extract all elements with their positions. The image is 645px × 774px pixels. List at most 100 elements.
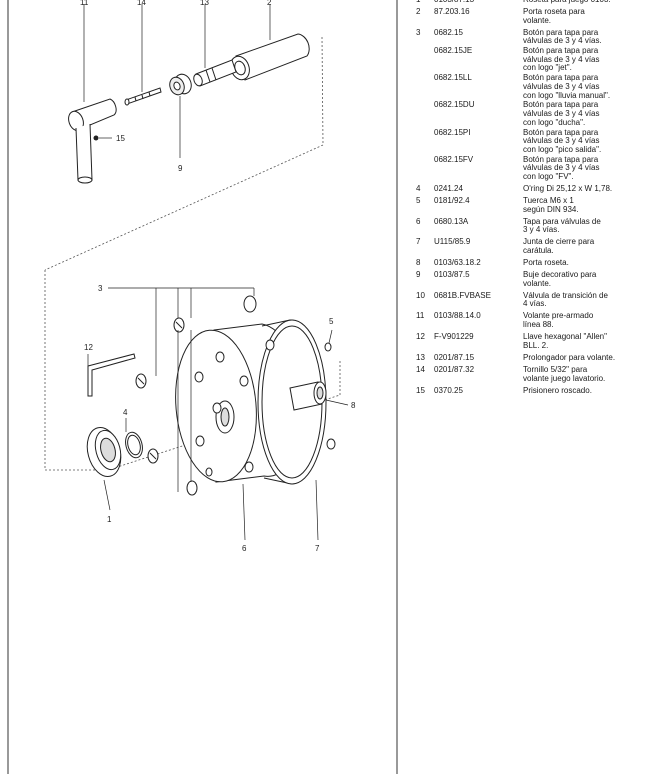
allen-key [87, 353, 136, 397]
roseta-ring [86, 426, 122, 478]
callout-9: 9 [178, 164, 183, 173]
part-item-number: 8 [416, 258, 421, 268]
part-description: Prolongador para volante. [523, 352, 616, 362]
callout-15: 15 [116, 134, 125, 143]
parts-row: 0682.15FV Botón para tapa para válvulas d… [416, 154, 642, 182]
part-item-number: 5 [416, 195, 421, 205]
part-description: Prisionero roscado. [523, 385, 592, 395]
part-description: Tapa para válvulas de 3 y 4 vías. [523, 216, 601, 235]
part-description: Botón para tapa para válvulas de 3 y 4 v… [523, 127, 602, 154]
tornillo-screw [124, 87, 162, 106]
part-description: Buje decorativo para volante. [523, 270, 597, 288]
parts-row: 0682.15DU Botón para tapa para válvulas d… [416, 101, 642, 127]
parts-row: 12 F-V901229 Llave hexagonal "Allen" BLL. … [416, 332, 642, 350]
part-code: 0103/87.13 [434, 0, 523, 5]
part-description: Porta roseta para volante. [523, 7, 585, 25]
part-description: Junta de cierre para carátula. [523, 237, 595, 255]
part-item-number: 2 [416, 7, 421, 17]
parts-row: 6 0680.13A Tapa para válvulas de 3 y 4 vía… [416, 216, 642, 235]
parts-row: 0682.15PI Botón para tapa para válvulas d… [416, 127, 642, 155]
part-code: 0682.15 [434, 27, 463, 37]
parts-row: 13 0201/87.15 Prolongador para volante. [416, 352, 642, 363]
part-item-number: 4 [416, 183, 421, 193]
parts-row: 7 U115/85.9 Junta de cierre para carátula. [416, 237, 642, 255]
callout-14: 14 [137, 0, 146, 7]
parts-row: 0682.15LL Botón para tapa para válvulas d… [416, 74, 642, 100]
part-item-number: 6 [416, 216, 421, 226]
parts-row: 14 0201/87.32 Tornillo 5/32" para volante … [416, 364, 642, 383]
tuerca-nut [324, 342, 332, 352]
part-item-number [416, 47, 434, 73]
part-code: 0103/87.5 [434, 270, 470, 280]
callout-13: 13 [200, 0, 209, 7]
part-code: 0201/87.15 [434, 352, 475, 362]
part-item-number: 14 [416, 364, 425, 374]
part-description: Tornillo 5/32" para volante juego lavato… [523, 364, 606, 383]
part-item-number: 15 [416, 385, 425, 395]
upper-leader-lines [83, 4, 271, 158]
part-description: Botón para tapa para válvulas de 3 y 4 v… [523, 100, 600, 127]
part-description: Botón para tapa para válvulas de 3 y 4 v… [523, 27, 602, 46]
volante-handle [68, 98, 117, 184]
part-code: 0680.13A [434, 216, 469, 226]
part-code: 0103/63.18.2 [434, 258, 481, 268]
part-description: Botón para tapa para válvulas de 3 y 4 v… [523, 73, 611, 100]
part-code: 0682.15FV [434, 154, 474, 164]
callout-5: 5 [329, 317, 334, 326]
callout-1: 1 [107, 515, 112, 524]
callout-4: 4 [123, 408, 128, 417]
part-item-number: 9 [416, 270, 421, 280]
part-code: 0370.25 [434, 385, 463, 395]
part-code: F-V901229 [434, 332, 474, 342]
parts-row: 9 0103/87.5 Buje decorativo para volante. [416, 270, 642, 288]
part-description: Botón para tapa para válvulas de 3 y 4 v… [523, 46, 600, 73]
part-code: 0201/87.32 [434, 364, 475, 374]
part-item-number: 7 [416, 237, 421, 247]
tapa-buttons [135, 295, 257, 496]
parts-row: 15 0370.25 Prisionero roscado. [416, 385, 642, 396]
part-code: 0682.15DU [434, 100, 475, 110]
part-item-number [416, 101, 434, 127]
part-code: 0682.15LL [434, 73, 472, 83]
parts-row: 2 87.203.16 Porta roseta para volante. [416, 7, 642, 25]
porta-roseta-stub [289, 381, 327, 411]
part-code: 0681B.FVBASE [434, 290, 491, 300]
callout-12: 12 [84, 343, 93, 352]
part-item-number: 11 [416, 311, 425, 321]
oring-seal [125, 431, 143, 459]
upper-dashed-outline [44, 36, 324, 470]
part-item-number [416, 156, 434, 182]
part-code: 87.203.16 [434, 7, 470, 17]
part-code: 0181/92.4 [434, 195, 470, 205]
parts-row: 5 0181/92.4 Tuerca M6 x 1 según DIN 934. [416, 195, 642, 214]
callout-3: 3 [98, 284, 103, 293]
part-item-number: 3 [416, 27, 421, 37]
part-description: Tuerca M6 x 1 según DIN 934. [523, 195, 579, 214]
part-code: 0103/88.14.0 [434, 311, 481, 321]
part-item-number: 12 [416, 332, 425, 342]
callout-2: 2 [267, 0, 272, 7]
part-item-number: 13 [416, 352, 425, 362]
part-description: O'ring Di 25,12 x W 1,78. [523, 183, 613, 193]
buje-decorativo [169, 73, 192, 96]
callout-11: 11 [80, 0, 89, 7]
part-description: Llave hexagonal "Allen" BLL. 2. [523, 332, 607, 350]
part-item-number: 1 [416, 0, 434, 5]
part-item-number: 10 [416, 290, 425, 300]
part-description: Roseta para juego 0103. [523, 0, 638, 5]
part-item-number [416, 129, 434, 155]
part-description: Botón para tapa para válvulas de 3 y 4 v… [523, 154, 600, 181]
part-code: 0682.15PI [434, 127, 471, 137]
callout-8: 8 [351, 401, 356, 410]
part-code: U115/85.9 [434, 237, 471, 247]
prisionero-screw [93, 135, 99, 141]
prolongador-stem [193, 59, 237, 87]
